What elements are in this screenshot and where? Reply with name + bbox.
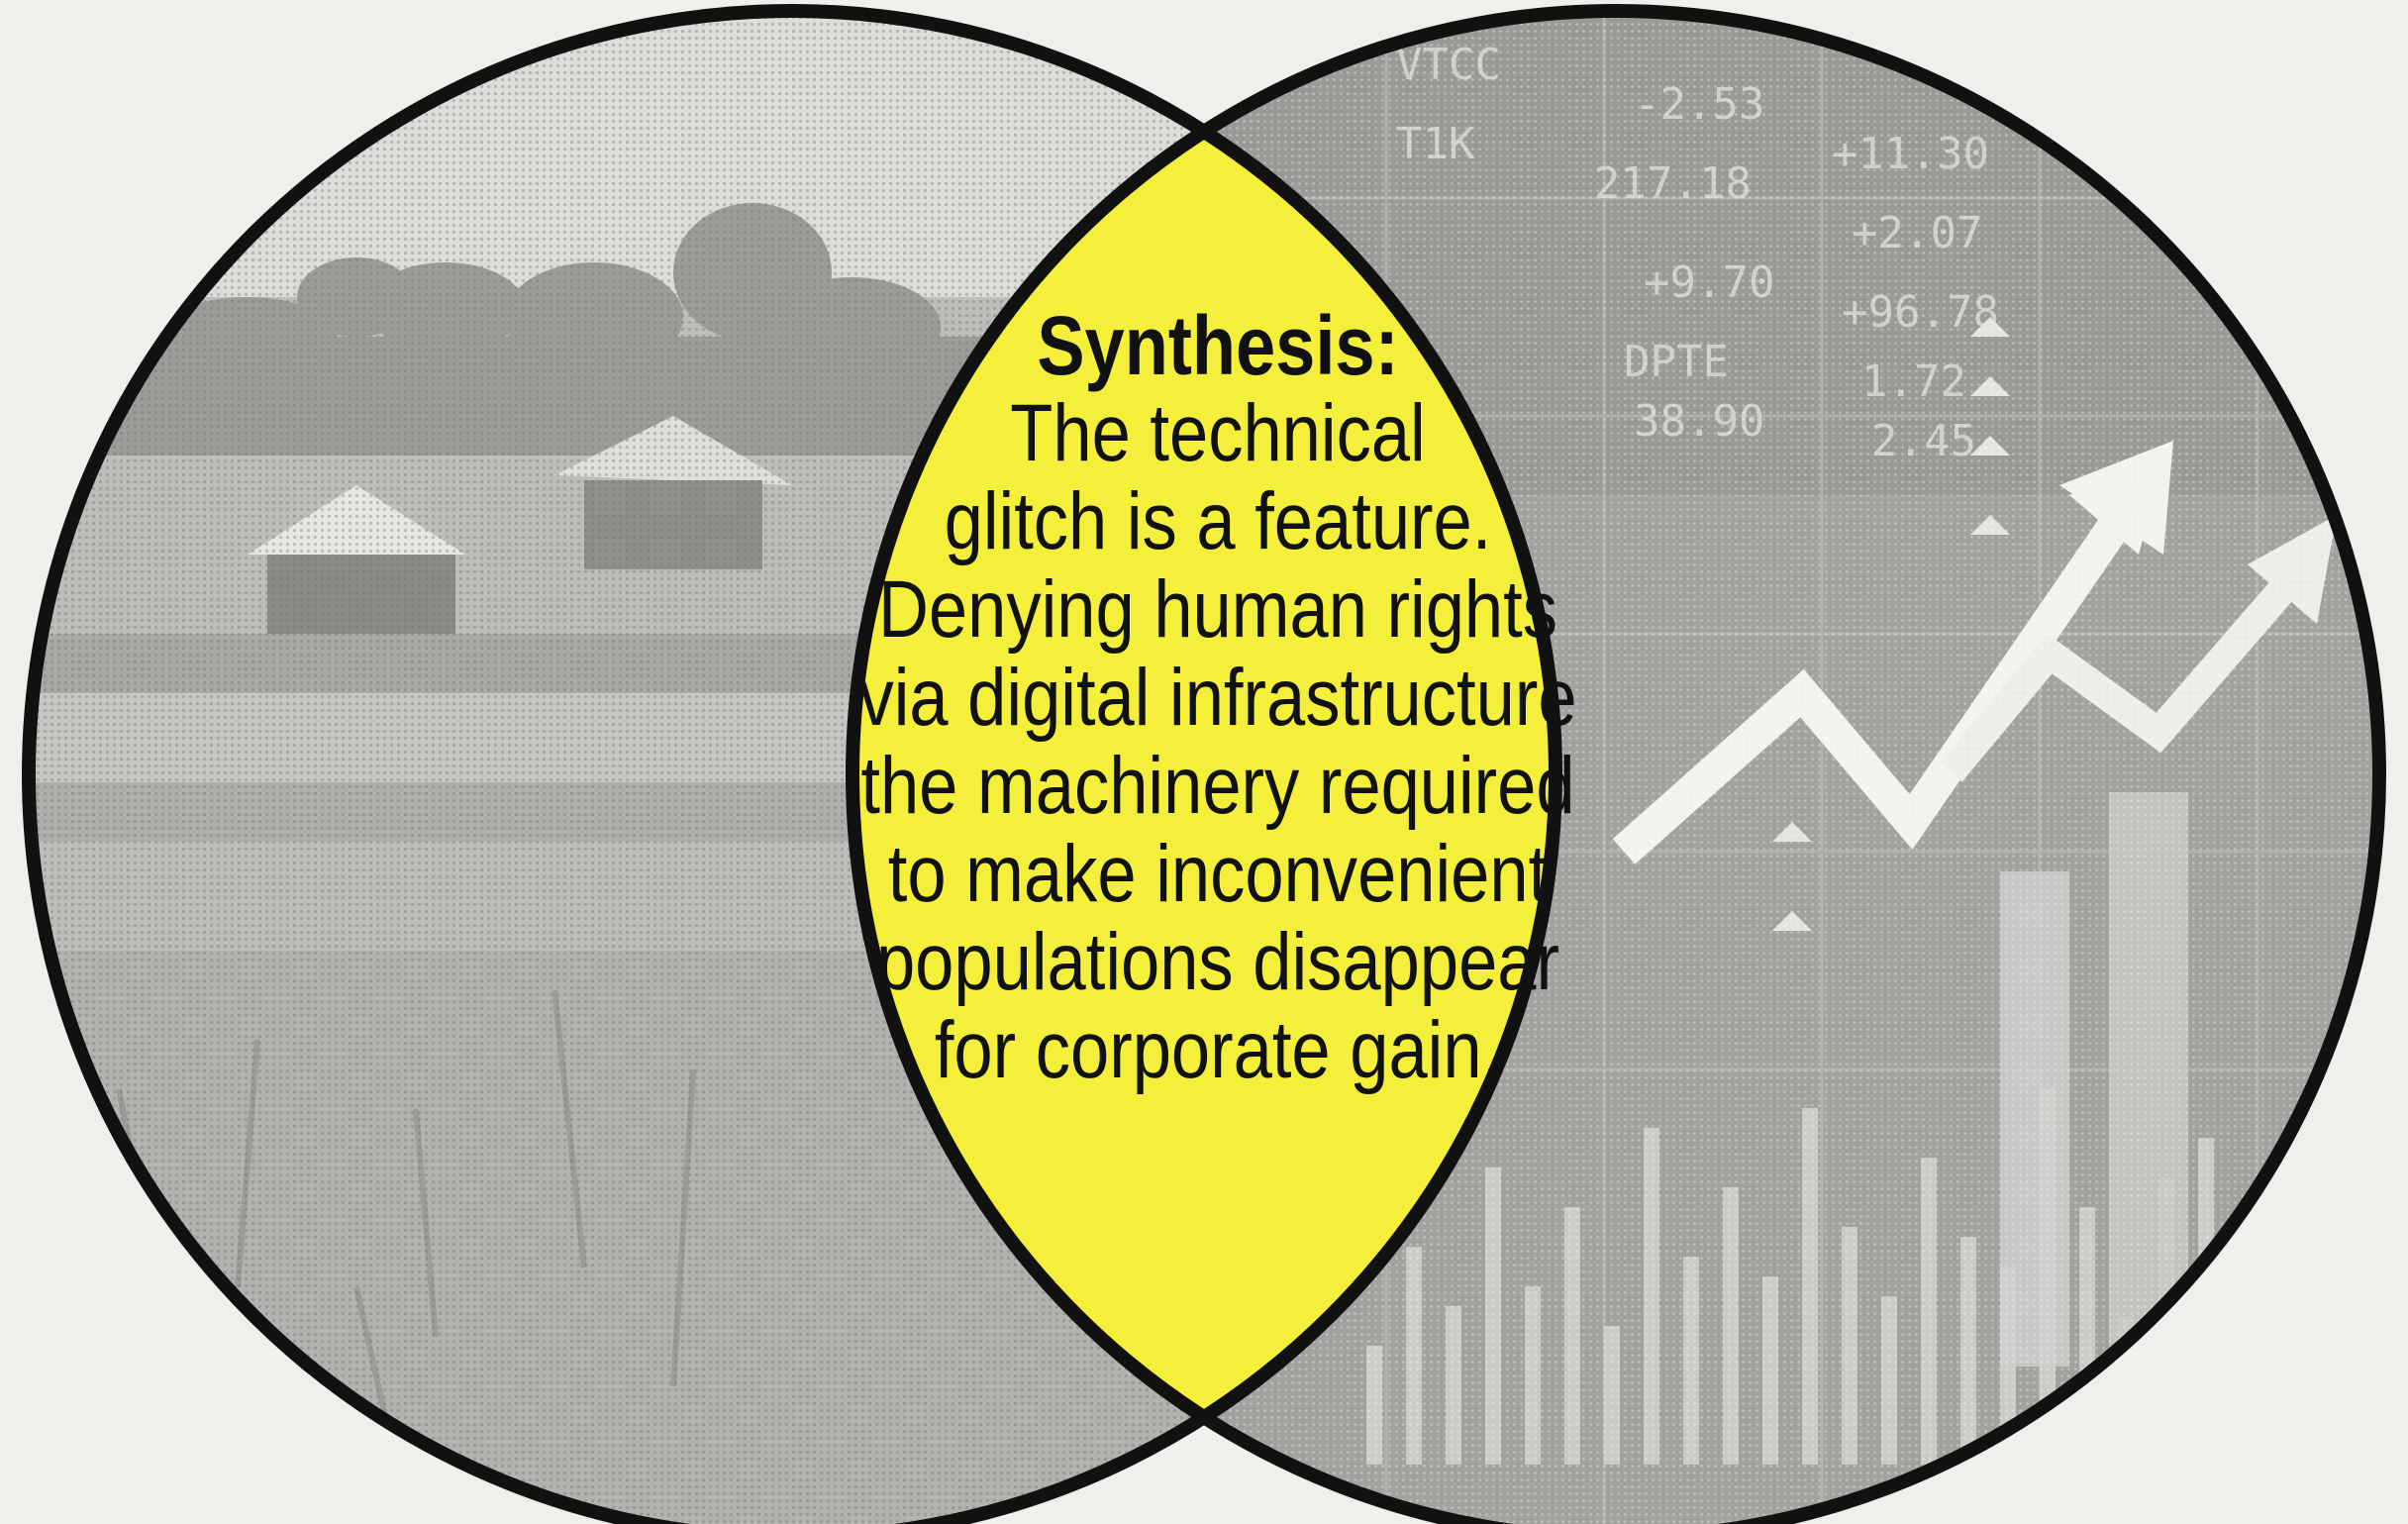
synthesis-heading: Synthesis: bbox=[1037, 299, 1399, 392]
synthesis-line-1: The technical bbox=[1010, 388, 1426, 478]
synthesis-line-5: the machinery required bbox=[860, 741, 1575, 831]
synthesis-line-7: populations disappear bbox=[875, 917, 1560, 1007]
synthesis-line-2: glitch is a feature. bbox=[944, 476, 1492, 566]
synthesis-line-8: for corporate gain. bbox=[934, 1005, 1502, 1095]
overlap-lens bbox=[853, 11, 1555, 1524]
synthesis-line-3: Denying human rights bbox=[877, 564, 1557, 655]
synthesis-text: Synthesis: The technical glitch is a fea… bbox=[852, 302, 1584, 1094]
volume-bar bbox=[2277, 1217, 2293, 1465]
volume-bar bbox=[2238, 1286, 2254, 1465]
left-circle-outline bbox=[22, 4, 1562, 1524]
synthesis-line-4: via digital infrastructure bbox=[858, 653, 1577, 743]
synthesis-line-6: to make inconvenient bbox=[887, 829, 1549, 919]
right-circle-outline bbox=[846, 4, 2386, 1524]
